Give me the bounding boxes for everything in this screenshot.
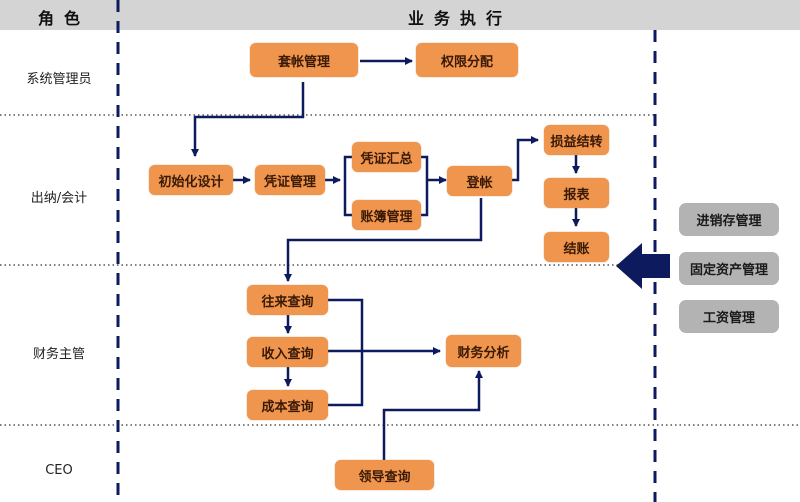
node-leader-query[interactable]: 领导查询 xyxy=(335,460,434,490)
node-voucher-mgmt[interactable]: 凭证管理 xyxy=(255,165,325,195)
node-voucher-summary[interactable]: 凭证汇总 xyxy=(352,142,421,172)
node-permission[interactable]: 权限分配 xyxy=(416,43,518,77)
role-ceo: CEO xyxy=(45,463,73,478)
external-payroll[interactable]: 工资管理 xyxy=(679,300,779,333)
header-bar: 角色 业务执行 xyxy=(0,0,800,30)
node-setup[interactable]: 套帐管理 xyxy=(250,43,358,77)
external-inventory[interactable]: 进销存管理 xyxy=(679,203,779,236)
node-close[interactable]: 结账 xyxy=(544,232,609,262)
node-financial-analysis[interactable]: 财务分析 xyxy=(446,335,521,367)
execution-column-header: 业务执行 xyxy=(408,9,513,28)
role-column-header: 角色 xyxy=(38,9,91,28)
node-pl-transfer[interactable]: 损益结转 xyxy=(544,125,609,155)
external-fixed-assets[interactable]: 固定资产管理 xyxy=(679,252,779,285)
big-left-arrow xyxy=(616,243,670,289)
node-cost-query[interactable]: 成本查询 xyxy=(247,390,328,420)
role-sysadmin: 系统管理员 xyxy=(26,72,92,87)
role-finance-manager: 财务主管 xyxy=(32,347,85,362)
node-posting[interactable]: 登帐 xyxy=(447,166,512,196)
node-ledger-mgmt[interactable]: 账簿管理 xyxy=(352,200,421,230)
node-ar-query[interactable]: 往来查询 xyxy=(247,285,328,315)
node-init-design[interactable]: 初始化设计 xyxy=(149,165,233,195)
role-cashier-accountant: 出纳/会计 xyxy=(30,191,88,206)
node-income-query[interactable]: 收入查询 xyxy=(247,337,328,367)
node-report[interactable]: 报表 xyxy=(544,178,609,208)
